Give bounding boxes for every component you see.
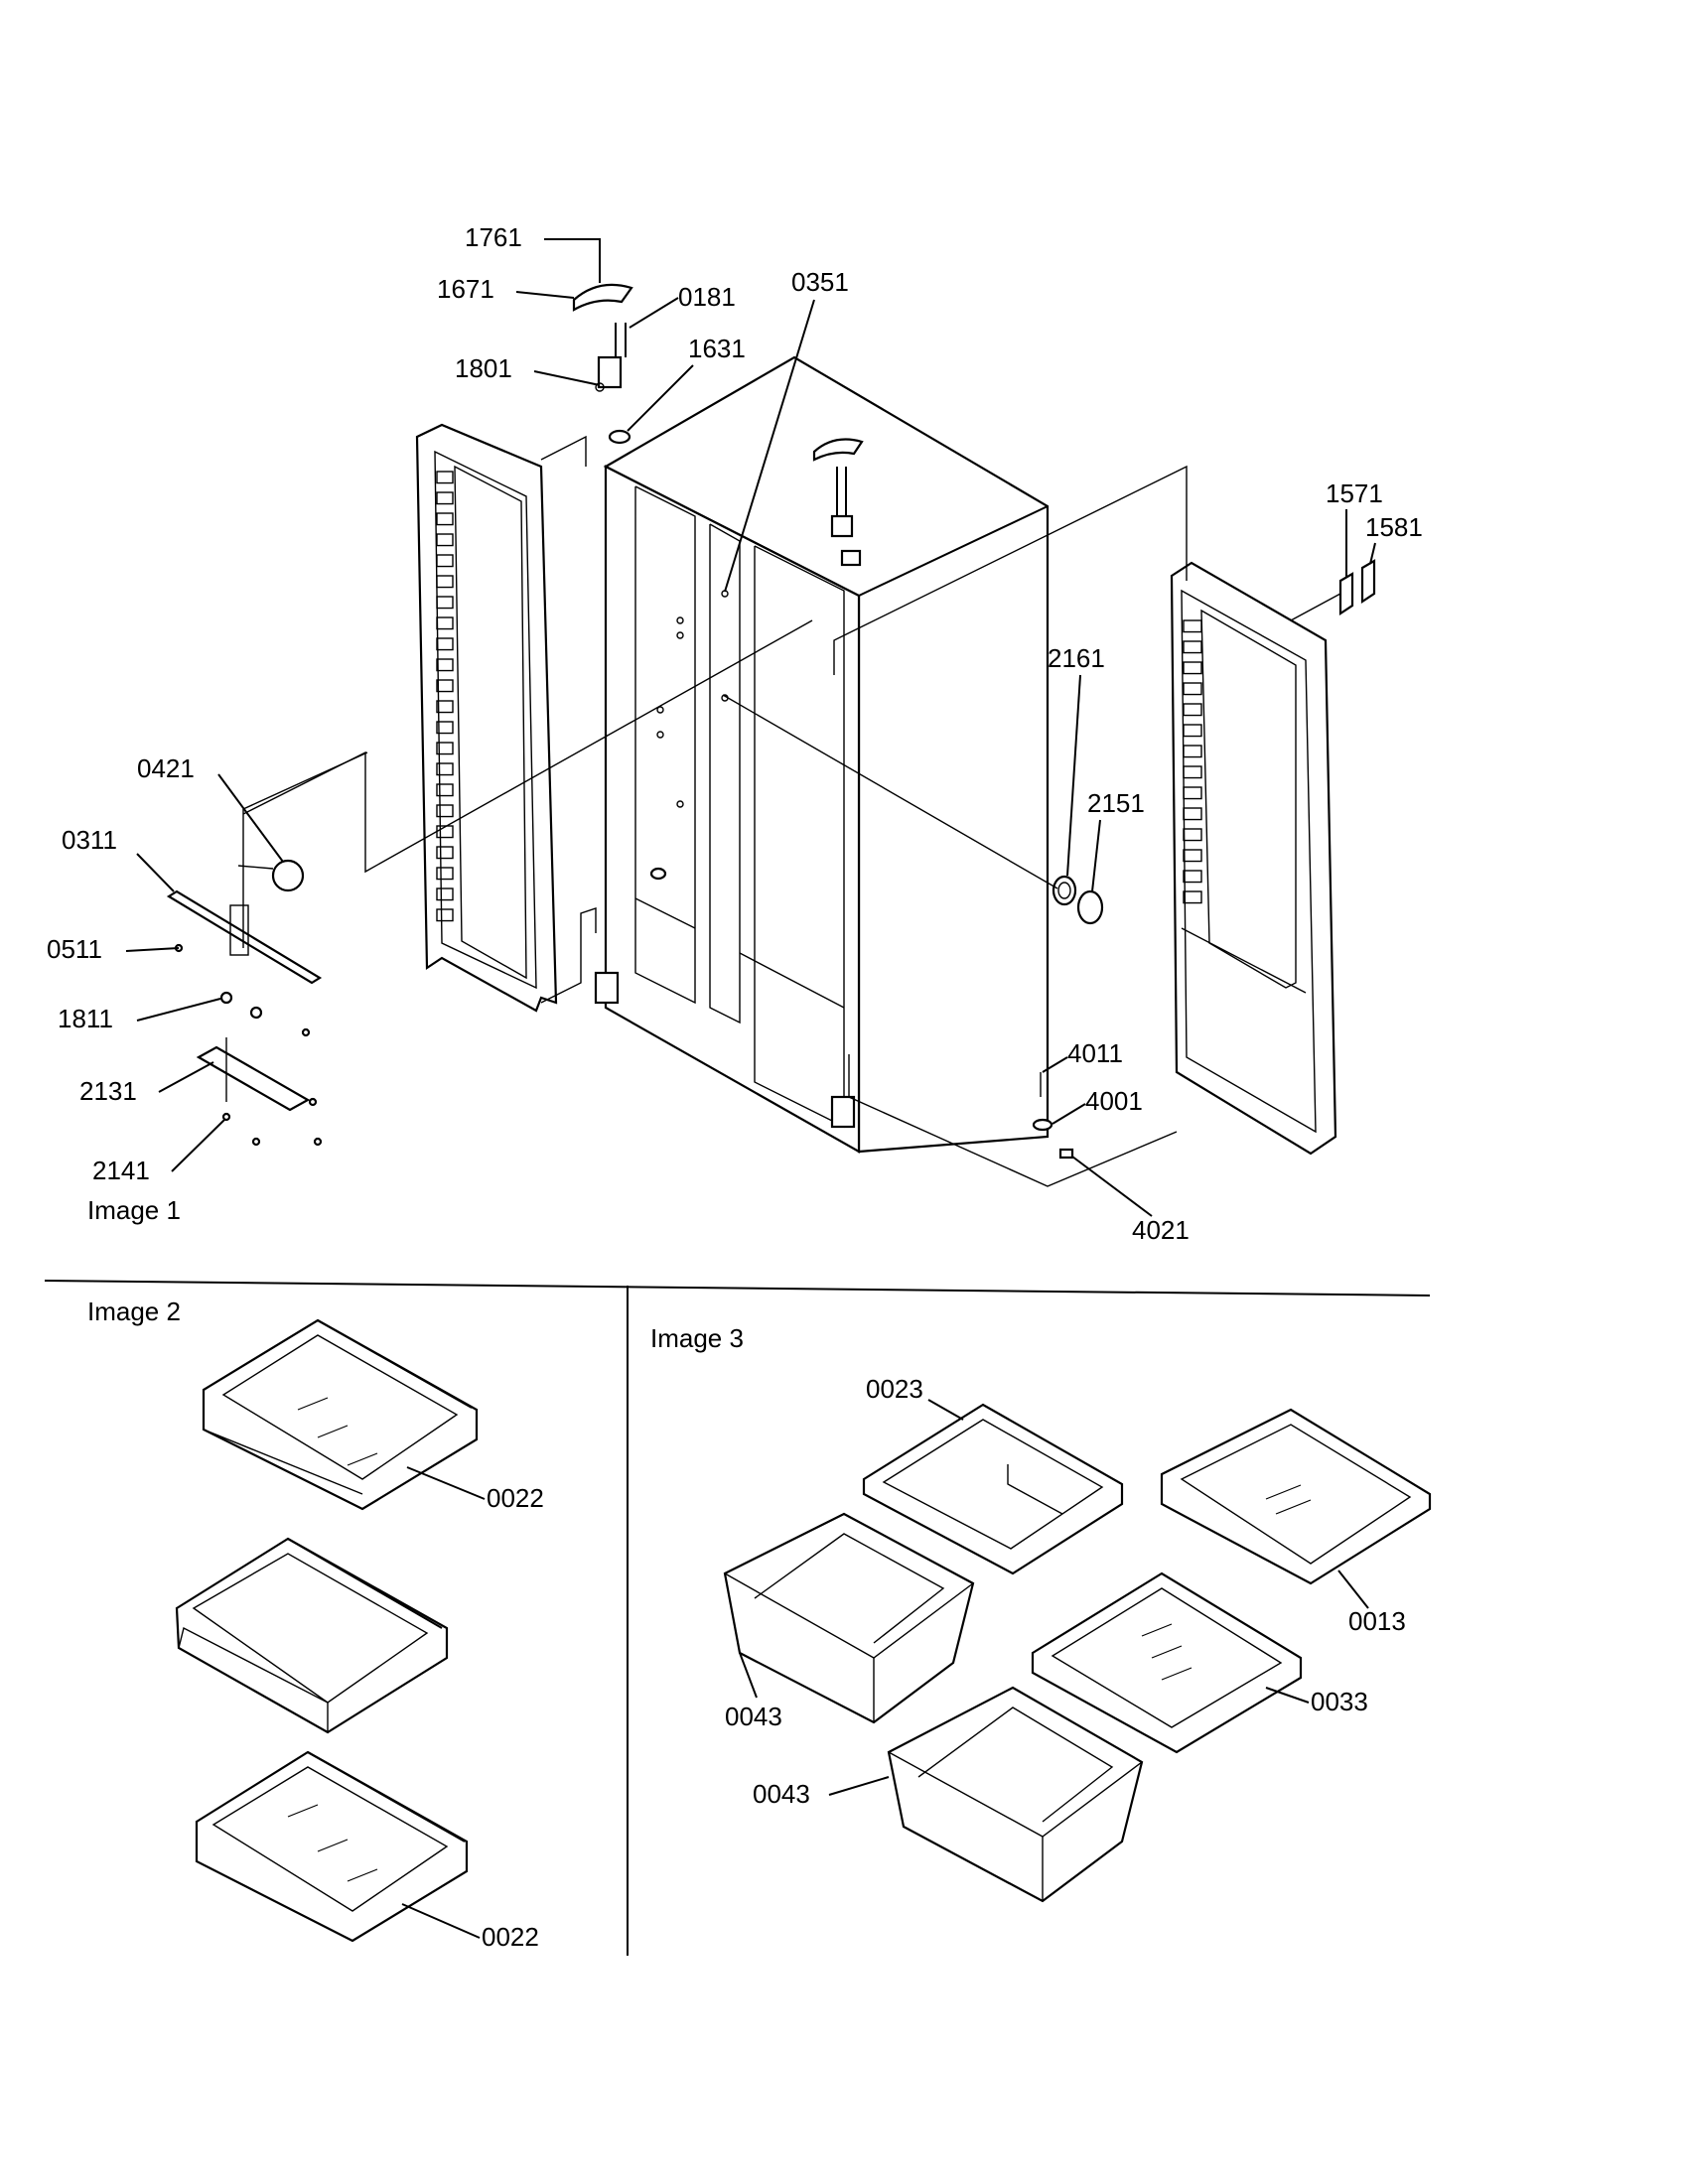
caption-image1: Image 1 [87,1195,181,1225]
callout-0311: 0311 [62,825,117,855]
caption-image3: Image 3 [650,1323,744,1353]
door-shelf-rib [1183,849,1202,863]
glass-shelf-bottom [195,1750,469,1943]
door-shelf-ribs [436,471,454,922]
door-shelf-rib [436,887,454,901]
freezer-door [415,423,558,1013]
cabinet [594,355,1050,1154]
door-shelf-rib [1183,786,1202,800]
door-shelf-rib [436,846,454,860]
door-shelf-rib [1183,724,1202,738]
callout-0022-top: 0022 [487,1483,544,1513]
callout-2141: 2141 [92,1156,150,1185]
door-shelf-rib [436,908,454,922]
door-shelf-rib [436,783,454,797]
door-shelf-rib [436,512,454,526]
callout-1811: 1811 [58,1004,113,1033]
door-shelf-rib [1183,619,1202,633]
door-shelf-rib [436,679,454,693]
hinge-shim [608,429,632,445]
hinge [597,355,623,389]
callout-2131: 2131 [79,1076,137,1106]
callout-0511: 0511 [47,934,102,964]
callout-2151: 2151 [1087,788,1145,818]
callout-0033: 0033 [1311,1687,1368,1716]
plug-caps [1052,875,1104,925]
callout-1631: 1631 [688,334,746,363]
callout-0043-lower: 0043 [753,1779,810,1809]
door-shelf-rib [436,596,454,610]
door-shelf-rib [1183,745,1202,758]
glass-shelf-middle [175,1537,449,1734]
top-hinge-assembly [572,238,633,445]
door-shelf-rib [1183,661,1202,675]
callout-1581: 1581 [1365,512,1423,542]
door-shelf-rib [436,491,454,505]
door-shelf-rib [1183,765,1202,779]
door-shelf-rib [436,742,454,755]
fresh-food-door [1170,561,1337,1156]
door-shelf-rib [1183,807,1202,821]
leveler-parts [1032,1072,1074,1160]
door-shelf-rib [1183,640,1202,654]
callout-1761: 1761 [465,222,522,252]
door-shelf-ribs [1183,619,1202,904]
assembly-lines [242,435,1341,1187]
callout-1571: 1571 [1326,478,1383,508]
door-shelf-rib [1183,682,1202,696]
crisper-drawer-lower [887,1686,1144,1903]
door-shelf-rib [1183,870,1202,884]
door-shelf-rib [436,637,454,651]
callout-0023: 0023 [866,1374,923,1404]
door-shelf-rib [1183,703,1202,717]
callout-0351: 0351 [791,267,849,297]
door-shelf-rib [436,658,454,672]
knob [271,859,305,892]
crisper-drawer-upper [723,1512,975,1724]
door-shelf-rib [436,575,454,589]
callout-4001: 4001 [1085,1086,1143,1116]
callout-0043-upper: 0043 [725,1702,782,1731]
door-shelf-rib [436,471,454,484]
glass-shelf-top [202,1318,479,1511]
door-shelf-rib [436,616,454,630]
bottom-hinge-assembly [166,859,323,1147]
door-shelf-rib [436,554,454,568]
callout-4011: 4011 [1067,1038,1123,1068]
door-shelf-rib [1183,828,1202,842]
callout-1671: 1671 [437,274,494,304]
callout-4021: 4021 [1132,1215,1190,1245]
callouts-image1: 1761 1671 0181 0351 1801 1631 1571 1581 … [47,222,1423,1245]
hinge-cover [572,283,633,312]
crisper-cover-frame [862,1403,1124,1575]
door-shelf-rib [436,867,454,881]
image3-panel: Image 3 [650,1323,1432,1903]
door-shelf-rib [1183,890,1202,904]
door-shelf-rib [436,762,454,776]
door-shelf-rib [436,804,454,818]
image2-panel: Image 2 0022 0022 [87,1297,544,1952]
callout-0181: 0181 [678,282,736,312]
caption-image2: Image 2 [87,1297,181,1326]
door-shelf-rib [436,721,454,735]
callout-0022-bottom: 0022 [482,1922,539,1952]
callout-2161: 2161 [1048,643,1105,673]
callout-0421: 0421 [137,753,195,783]
handle-trim [1338,559,1376,616]
crisper-cover-frame-glass [1031,1571,1303,1754]
callout-0013: 0013 [1348,1606,1406,1636]
panel-dividers [44,1280,1431,1956]
door-shelf-rib [436,533,454,547]
callout-1801: 1801 [455,353,512,383]
glass-shelf-cover [1160,1408,1432,1585]
door-shelf-rib [436,700,454,714]
